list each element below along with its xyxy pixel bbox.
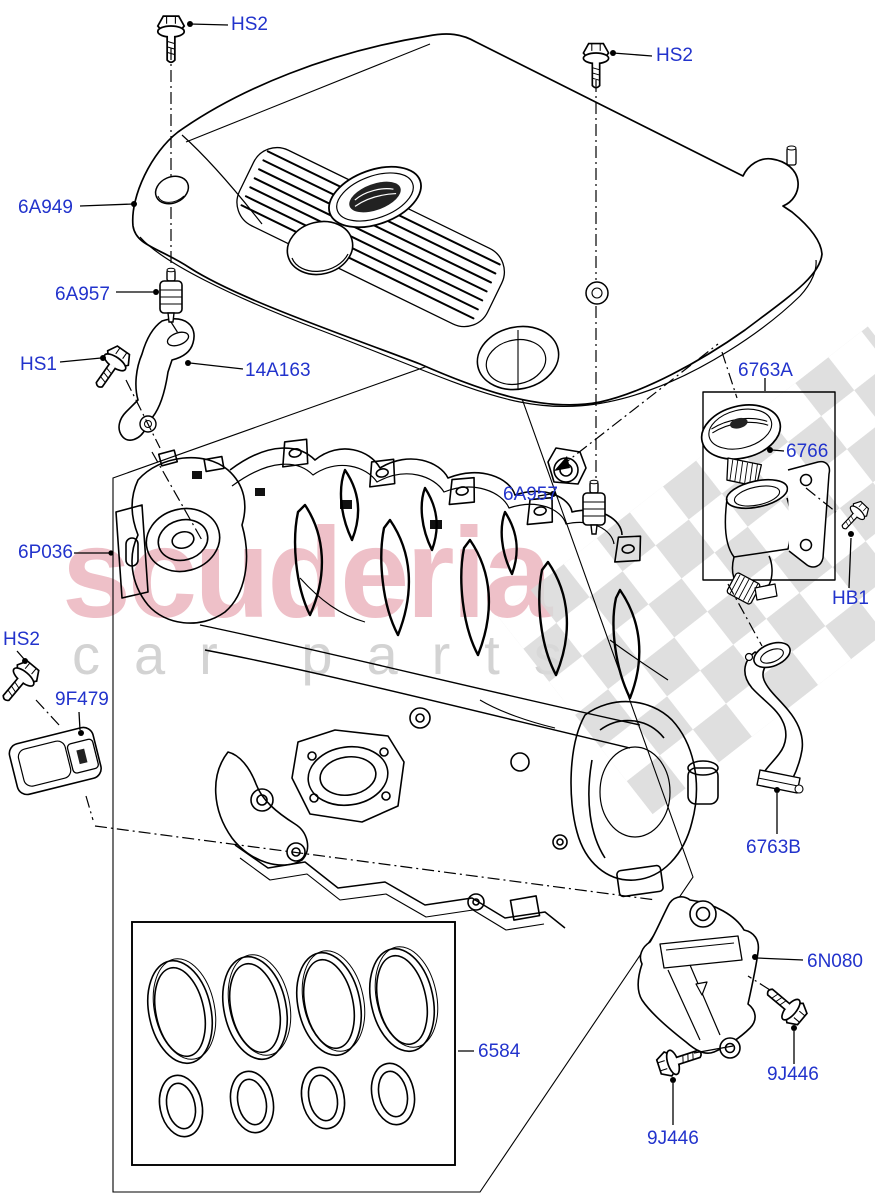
part-label-6p036[interactable]: 6P036 [18,542,73,563]
part-label-hs2-top-right[interactable]: HS2 [656,45,693,66]
part-label-hs2-lower[interactable]: HS2 [3,629,40,650]
intake-manifold-drawing [115,438,719,931]
bolt-hs1-icon [86,342,135,395]
bracket-6n080-drawing [637,896,760,1059]
part-label-14a163[interactable]: 14A163 [245,360,311,381]
engine-cover-drawing [131,33,823,408]
part-label-6n080[interactable]: 6N080 [807,951,863,972]
part-label-hs1[interactable]: HS1 [20,354,57,375]
part-label-hs2-top-left[interactable]: HS2 [231,14,268,35]
assembly-arrowhead [554,456,570,471]
assembly-lines [35,48,837,991]
filler-assembly-drawing [700,391,836,605]
spacer-6a957-upper-icon [159,267,183,323]
part-label-6a957-upper[interactable]: 6A957 [55,284,110,305]
part-label-6766[interactable]: 6766 [786,441,829,462]
part-label-9j446-bottom[interactable]: 9J446 [647,1128,699,1149]
bracket-14a163-drawing [118,318,195,441]
part-label-6763b[interactable]: 6763B [746,837,801,858]
leader-dots [22,21,854,1083]
part-label-hb1[interactable]: HB1 [832,588,869,609]
brand-badge [328,165,422,229]
checkered-flag-watermark [497,326,875,815]
part-label-6763a[interactable]: 6763A [738,360,793,381]
map-sensor-drawing [8,726,102,796]
part-label-9f479[interactable]: 9F479 [55,689,109,710]
part-label-6a957-mid[interactable]: 6A957 [503,484,558,505]
part-label-6a949[interactable]: 6A949 [18,197,73,218]
part-label-6584[interactable]: 6584 [478,1041,521,1062]
part-label-9j446-right[interactable]: 9J446 [767,1064,819,1085]
fasteners [0,15,872,1080]
leader-lines [16,23,852,1125]
hose-drawing [744,641,804,794]
gasket-kit-drawing [131,921,456,1166]
spacer-6a957-mid-icon [582,479,606,535]
